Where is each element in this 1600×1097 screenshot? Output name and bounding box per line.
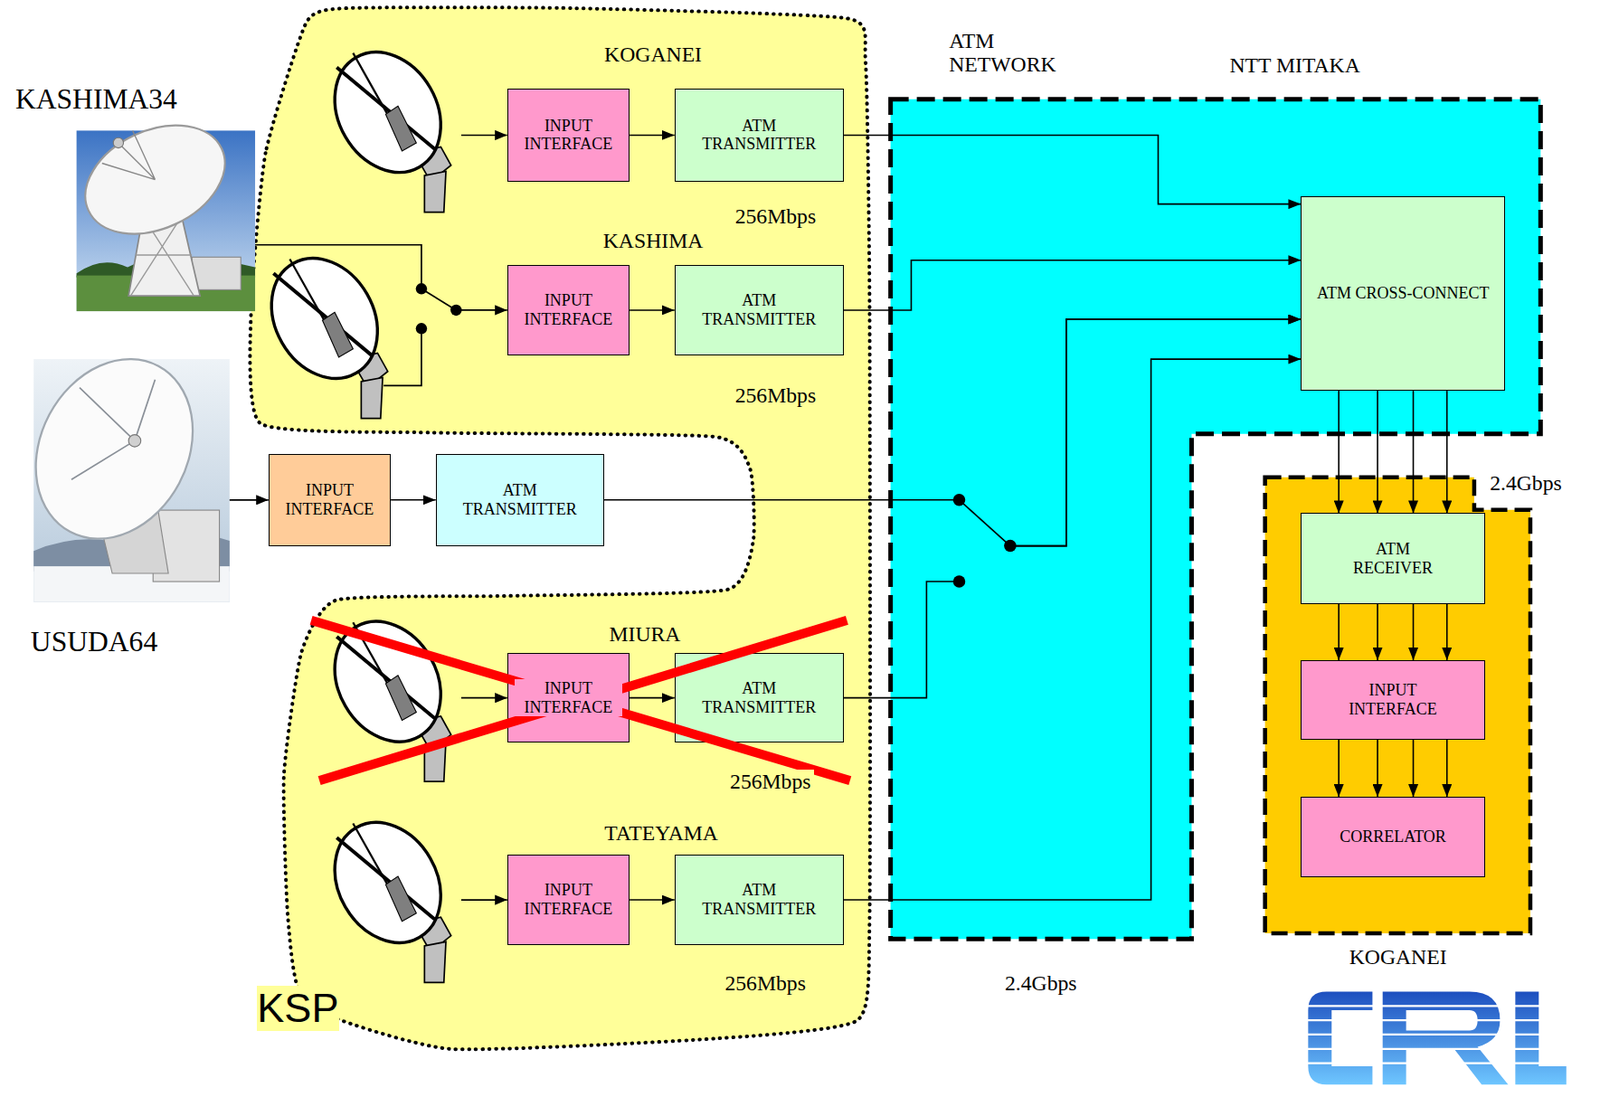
box-label: ATM RECEIVER — [1341, 539, 1445, 578]
connector — [1412, 604, 1415, 661]
connector — [1376, 739, 1379, 797]
region-shape — [249, 7, 871, 1050]
bit-rate: 2.4Gbps — [1004, 971, 1078, 995]
antenna-icons — [250, 32, 463, 983]
region-label: ATM NETWORK — [948, 28, 1067, 77]
box-label: ATM TRANSMITTER — [450, 481, 590, 519]
signal-wires — [229, 134, 508, 900]
process-box: CORRELATOR — [1300, 796, 1485, 878]
process-box: ATM TRANSMITTER — [674, 854, 844, 945]
station-label: TATEYAMA — [604, 821, 719, 845]
bit-rate: 256Mbps — [735, 204, 817, 228]
station-label: KOGANEI — [604, 42, 702, 67]
connector — [843, 260, 1301, 311]
usuda64-photo — [5, 331, 230, 603]
bit-rate: 256Mbps — [727, 769, 815, 794]
box-label: INPUT INTERFACE — [514, 880, 623, 919]
connector — [1337, 390, 1340, 513]
box-label: INPUT INTERFACE — [514, 291, 623, 329]
process-box: ATM RECEIVER — [1300, 512, 1485, 604]
connector — [843, 359, 1301, 900]
connector — [604, 319, 1302, 546]
bit-rate: 256Mbps — [735, 383, 817, 408]
connector — [1446, 739, 1449, 797]
kashima34-photo — [67, 104, 256, 312]
box-label: ATM TRANSMITTER — [689, 880, 829, 919]
connector — [1412, 390, 1415, 513]
connector — [629, 309, 675, 312]
out-of-service-cross — [311, 620, 851, 781]
process-box: INPUT INTERFACE — [507, 265, 630, 355]
process-box: ATM CROSS-CONNECT — [1300, 196, 1506, 391]
crl-logo — [1306, 992, 1570, 1086]
connector — [1376, 604, 1379, 661]
box-label: INPUT INTERFACE — [275, 481, 384, 519]
box-label: ATM TRANSMITTER — [689, 679, 829, 717]
process-box: ATM TRANSMITTER — [674, 265, 844, 355]
region-label: KOGANEI — [1349, 945, 1448, 970]
box-label: INPUT INTERFACE — [1338, 681, 1447, 719]
process-box: INPUT INTERFACE — [1300, 660, 1485, 740]
network-region: KOGANEIATM RECEIVERINPUT INTERFACECORREL… — [1259, 472, 1536, 939]
process-box: INPUT INTERFACE — [268, 454, 391, 547]
process-box: INPUT INTERFACE — [507, 653, 630, 743]
process-box: ATM TRANSMITTER — [674, 88, 844, 182]
connector — [843, 134, 1301, 204]
region-label: KSP — [256, 985, 339, 1032]
station-label: KASHIMA — [603, 228, 704, 253]
connector — [1446, 604, 1449, 661]
connector — [629, 697, 675, 700]
switch-contacts — [416, 283, 1017, 588]
region-shape — [1265, 477, 1531, 934]
box-label: INPUT INTERFACE — [514, 116, 623, 154]
box-label: ATM TRANSMITTER — [689, 116, 829, 154]
region-label: NTT MITAKA — [1229, 53, 1360, 78]
box-label: ATM CROSS-CONNECT — [1315, 284, 1492, 303]
telescope-name: USUDA64 — [30, 626, 158, 659]
box-label: CORRELATOR — [1337, 827, 1449, 847]
bit-rate: 256Mbps — [724, 971, 806, 995]
bit-rate: 2.4Gbps — [1489, 471, 1563, 495]
station-label: MIURA — [609, 622, 682, 646]
connector — [1337, 739, 1340, 797]
telescope-name: KASHIMA34 — [15, 84, 178, 116]
connector — [1376, 390, 1379, 513]
process-box: ATM TRANSMITTER — [435, 454, 605, 547]
connector — [1412, 739, 1415, 797]
connector — [1337, 604, 1340, 661]
region-shape — [890, 98, 1542, 938]
connector — [629, 134, 675, 137]
box-label: ATM TRANSMITTER — [689, 291, 829, 329]
process-box: INPUT INTERFACE — [507, 854, 630, 945]
process-box: INPUT INTERFACE — [507, 88, 630, 182]
box-label: INPUT INTERFACE — [514, 679, 623, 717]
connector — [843, 319, 1301, 699]
connector — [390, 499, 436, 502]
connector — [629, 899, 675, 901]
connector — [1446, 390, 1449, 513]
